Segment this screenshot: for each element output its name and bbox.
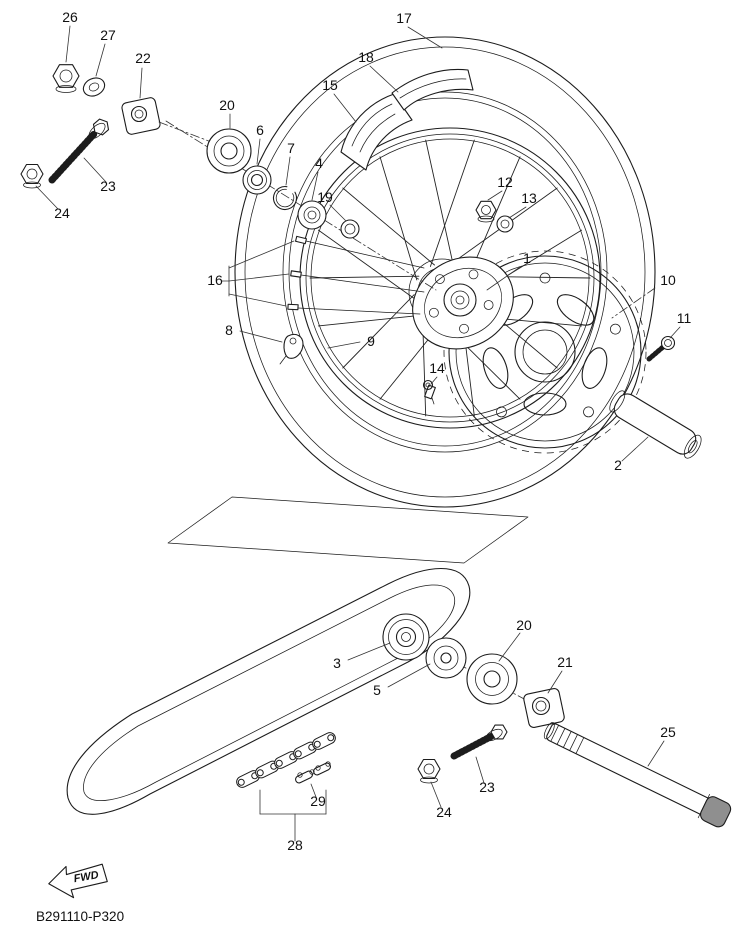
adjust-bolt-23-upper <box>48 118 110 184</box>
callout-16: 16 <box>207 272 223 288</box>
fwd-label: FWD <box>73 869 100 885</box>
callout-13: 13 <box>521 190 537 206</box>
callout-23-upper: 23 <box>100 178 116 194</box>
valve-14 <box>422 379 436 405</box>
sprocket <box>443 250 647 454</box>
collar-20-upper <box>206 128 252 174</box>
callout-9: 9 <box>367 333 375 349</box>
bearing-3 <box>382 613 430 661</box>
axle-collar-2 <box>609 390 702 459</box>
callout-24-upper: 24 <box>54 205 70 221</box>
leader-lines <box>35 25 681 842</box>
flap-part-18 <box>391 68 474 111</box>
nut-12 <box>475 200 497 223</box>
callout-6: 6 <box>256 122 264 138</box>
callout-29: 29 <box>310 793 326 809</box>
callout-17: 17 <box>396 10 412 26</box>
callout-25: 25 <box>660 724 676 740</box>
callout-7: 7 <box>287 140 295 156</box>
callout-28: 28 <box>287 837 303 853</box>
spacer-19 <box>340 219 360 239</box>
callout-4: 4 <box>315 155 323 171</box>
nut-24-upper <box>20 163 44 189</box>
callout-3: 3 <box>333 655 341 671</box>
nut-26 <box>52 64 80 93</box>
panel-sheet <box>167 496 529 564</box>
chain-puller-21 <box>523 688 565 728</box>
callout-23-lower: 23 <box>479 779 495 795</box>
sprocket-bolt-11 <box>646 335 676 362</box>
hub-assembly <box>408 256 514 350</box>
washer-13 <box>496 215 514 233</box>
callout-15: 15 <box>322 77 338 93</box>
callout-1: 1 <box>523 250 531 266</box>
swingarm-outline <box>66 568 471 815</box>
callouts: 26 27 22 17 18 15 20 6 7 4 19 12 13 23 2… <box>54 9 691 853</box>
callout-11: 11 <box>677 310 692 326</box>
chain-puller-block-22 <box>121 97 215 144</box>
callout-18: 18 <box>358 49 374 65</box>
spoke-set-16 <box>287 235 425 315</box>
callout-12: 12 <box>497 174 513 190</box>
nut-24-lower <box>417 758 441 784</box>
oil-seal-5 <box>425 637 467 679</box>
bolt-23-lower <box>450 724 508 760</box>
washer-27 <box>82 77 106 97</box>
drawing-code: B291110-P320 <box>36 909 124 924</box>
fwd-arrow: FWD <box>48 863 108 899</box>
callout-21: 21 <box>557 654 573 670</box>
drive-chain-28 <box>236 732 336 788</box>
axle-25 <box>543 722 732 828</box>
callout-10: 10 <box>660 272 676 288</box>
callout-5: 5 <box>373 682 381 698</box>
callout-26: 26 <box>62 9 78 25</box>
rim-lock-8 <box>279 333 304 365</box>
callout-19: 19 <box>317 189 333 205</box>
callout-2: 2 <box>614 457 622 473</box>
callout-20-upper: 20 <box>219 97 235 113</box>
master-link-29 <box>295 761 331 784</box>
collar-20-lower <box>466 653 518 705</box>
oil-seal-4 <box>297 200 327 230</box>
callout-24-lower: 24 <box>436 804 452 820</box>
callout-20-lower: 20 <box>516 617 532 633</box>
callout-27: 27 <box>100 27 116 43</box>
bearing-6 <box>242 165 272 195</box>
callout-8: 8 <box>225 322 233 338</box>
circlip-7 <box>272 185 298 211</box>
callout-22: 22 <box>135 50 151 66</box>
callout-14: 14 <box>429 360 445 376</box>
